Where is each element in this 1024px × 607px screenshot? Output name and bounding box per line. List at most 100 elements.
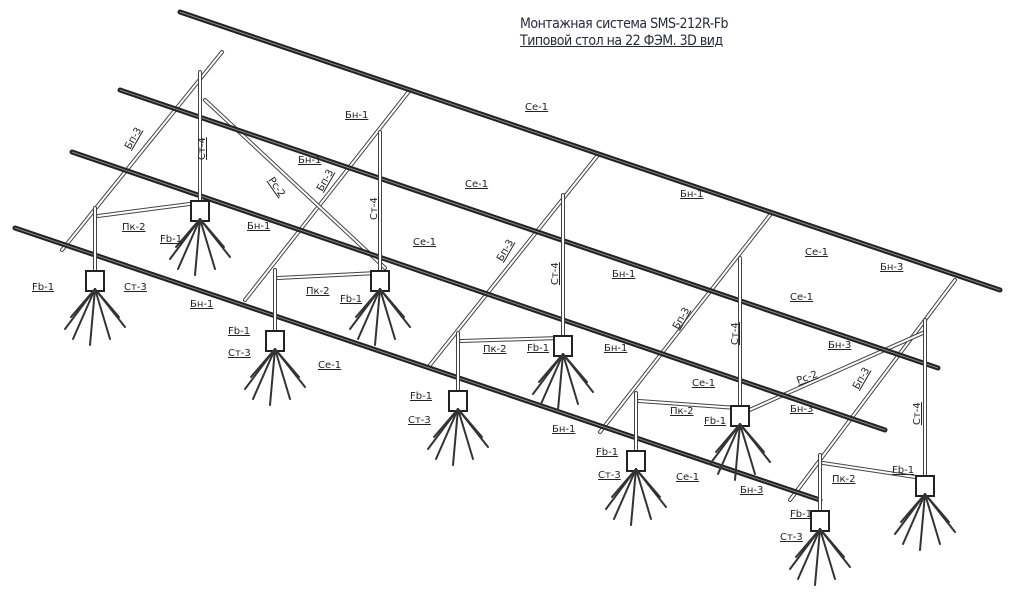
diagonal-brace-inner (204, 99, 386, 269)
ground-screw-leg (175, 218, 201, 248)
ground-screw-leg (630, 468, 637, 526)
ground-screw-leg (194, 218, 201, 276)
part-label: Бн-1 (680, 189, 703, 200)
part-label: Ст-3 (408, 415, 431, 426)
ground-screw-leg (819, 528, 836, 580)
part-label: Бп-3 (851, 366, 872, 392)
part-label: Се-1 (465, 179, 488, 190)
ground-screw-leg (269, 348, 276, 406)
part-label: Fb-1 (892, 465, 914, 476)
diagonal-brace-inner (744, 331, 926, 413)
part-label: Ст-3 (124, 282, 147, 293)
ground-screw-leg (199, 218, 216, 270)
part-label: Пк-2 (483, 344, 507, 355)
part-label: Бн-3 (790, 404, 813, 415)
slanted-beam-inner (789, 279, 956, 501)
ground-screw-leg (795, 528, 821, 558)
part-label: Fb-1 (790, 509, 812, 520)
cross-brace-inner (638, 400, 738, 409)
ground-screw-leg (540, 353, 564, 405)
part-label: Бн-3 (880, 262, 903, 273)
part-label: Ст-3 (780, 532, 803, 543)
drawing-title: Монтажная система SMS-212R-Fb Типовой ст… (520, 16, 729, 50)
ground-screw-leg (72, 288, 96, 340)
part-label: Бн-1 (345, 110, 368, 121)
part-label: Се-1 (676, 472, 699, 483)
ground-screw-leg (739, 423, 756, 475)
part-label: Пк-2 (832, 474, 856, 485)
part-label: Fb-1 (32, 282, 54, 293)
ground-screw-leg (379, 288, 396, 340)
ground-screw-leg (374, 288, 381, 346)
part-label: Fb-1 (160, 234, 182, 245)
ground-screw-leg (562, 353, 588, 383)
part-label: Fb-1 (527, 343, 549, 354)
ground-screw-leg (70, 288, 96, 318)
ground-screw-leg (433, 408, 459, 438)
ground-screw-leg (734, 423, 741, 481)
cross-brace-inner (822, 462, 923, 479)
ground-screw-leg (89, 288, 96, 346)
ground-screw-leg (924, 493, 941, 545)
ground-screw-leg (635, 468, 652, 520)
rail-highlight (179, 11, 1001, 291)
part-label: Fb-1 (596, 447, 618, 458)
ground-screw-leg (635, 468, 661, 498)
ground-screw-leg (250, 348, 276, 378)
part-label: Ст-4 (369, 197, 380, 220)
part-label: Ст-3 (228, 348, 251, 359)
part-label: Fb-1 (340, 294, 362, 305)
ground-screw-leg (902, 493, 926, 545)
ground-screw-leg (538, 353, 564, 383)
ground-screw-leg (357, 288, 381, 340)
part-label: Се-1 (790, 292, 813, 303)
part-label: Бн-1 (552, 424, 575, 435)
ground-screw-leg (252, 348, 276, 400)
ground-screw-leg (562, 353, 579, 405)
rail-highlight (71, 151, 886, 431)
part-label: Fb-1 (410, 391, 432, 402)
ground-screw-leg (274, 348, 300, 378)
slanted-beam-inner (429, 154, 599, 366)
ground-screw-leg (557, 353, 564, 411)
ground-screw-leg (797, 528, 821, 580)
ground-screw-leg (435, 408, 459, 460)
part-label: Ст-4 (912, 402, 923, 425)
slanted-beam-inner (599, 214, 771, 433)
title-line-2: Типовой стол на 22 ФЭМ. 3D вид (520, 33, 723, 49)
part-label: Пк-2 (122, 222, 146, 233)
part-label: Бн-1 (604, 343, 627, 354)
ground-screw-leg (924, 493, 950, 523)
ground-screw-leg (177, 218, 201, 270)
part-label: Бн-1 (612, 269, 635, 280)
part-label: Се-1 (805, 247, 828, 258)
ground-screw-leg (739, 423, 765, 453)
part-label: Се-1 (692, 378, 715, 389)
ground-screw-leg (355, 288, 381, 318)
part-label: Пк-2 (306, 286, 330, 297)
part-label: Се-1 (525, 102, 548, 113)
part-label: Ст-4 (197, 137, 208, 160)
ground-screw-leg (900, 493, 926, 523)
ground-screw-leg (452, 408, 459, 466)
ground-screw-leg (379, 288, 405, 318)
part-label: Ст-4 (550, 262, 561, 285)
slanted-beam-inner (244, 89, 411, 301)
part-label: Се-1 (413, 237, 436, 248)
part-label: Бн-1 (190, 299, 213, 310)
rail-highlight (14, 227, 821, 501)
part-label: Fb-1 (704, 416, 726, 427)
rail-highlight (119, 89, 939, 369)
ground-screw-leg (814, 528, 821, 586)
ground-screw-leg (457, 408, 474, 460)
part-label: Ст-4 (730, 322, 741, 345)
part-label: Ст-3 (598, 470, 621, 481)
part-label: Се-1 (318, 360, 341, 371)
ground-screw-leg (457, 408, 483, 438)
ground-screw-leg (199, 218, 225, 248)
part-label: Бн-1 (298, 155, 321, 166)
ground-screw-leg (919, 493, 926, 551)
cross-brace-inner (277, 272, 378, 279)
